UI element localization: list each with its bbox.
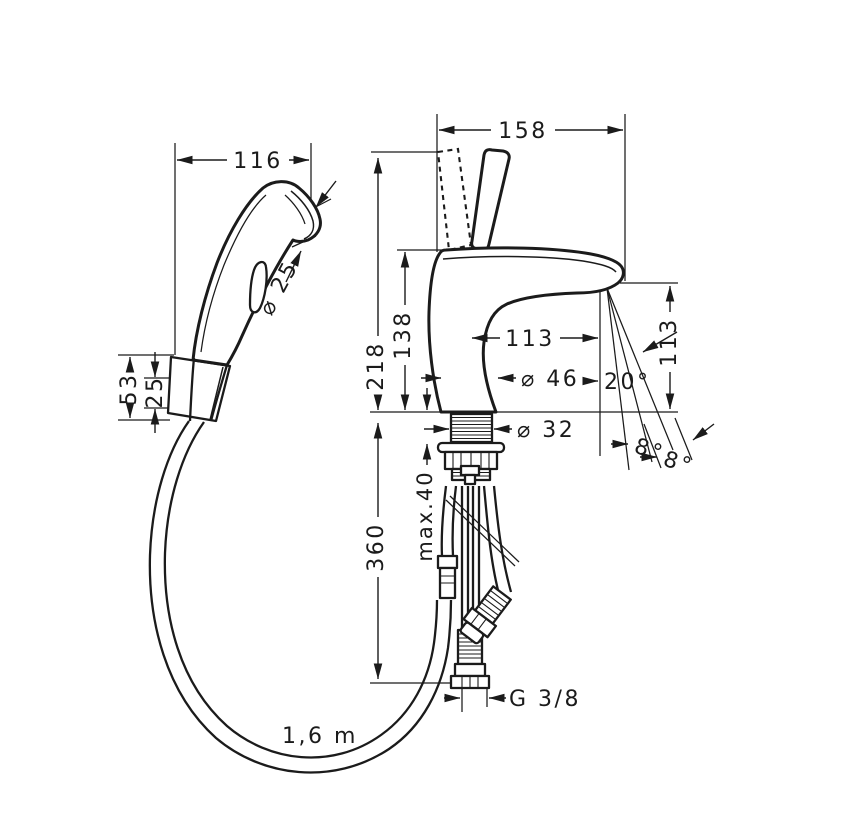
angled-fitting	[459, 585, 512, 645]
dim-218-label: 218	[364, 341, 389, 391]
dim-max40-label: max.40	[413, 470, 437, 561]
dim-max-deck-thickness: max.40	[413, 388, 437, 562]
dim-sprayer-width: 116	[176, 149, 310, 174]
connector-ribs	[441, 575, 454, 584]
dim-body-height: 138	[391, 251, 416, 411]
handle-alt-position	[436, 147, 473, 252]
dim-thread-size: G 3/8	[444, 687, 581, 712]
holder-seam	[209, 366, 224, 421]
base-flange	[436, 441, 506, 454]
angled-hose-line-2	[492, 485, 513, 593]
joystick-handle	[470, 148, 511, 252]
dim-dia46-label: ⌀ 46	[521, 367, 579, 392]
spray-hose-line-b	[451, 485, 458, 557]
dim-138-label: 138	[391, 310, 416, 360]
wand-through-holder-left	[188, 357, 196, 422]
center-tab-tip	[463, 473, 477, 486]
dim-dia32-label: ⌀ 32	[517, 418, 575, 443]
dim-20deg-label: 20°	[604, 370, 651, 395]
angled-braid-ribs	[478, 590, 508, 620]
spray-face-inner	[284, 194, 306, 225]
faucet-mixer	[427, 147, 625, 414]
dim-spout-height: 113	[657, 285, 682, 410]
center-tab	[459, 464, 481, 477]
spray-hose-connector-top	[436, 554, 459, 570]
hose-length-label: 1,6 m	[282, 724, 358, 749]
faucet-body	[427, 246, 625, 414]
mounting-shank	[436, 412, 506, 486]
hand-spray	[188, 180, 322, 422]
fan-line-2	[606, 287, 653, 463]
dim-116-label: 116	[233, 149, 283, 174]
dim-25-label: 25	[143, 376, 168, 409]
dim-360-label: 360	[364, 522, 389, 572]
dim-spout-reach: 113	[471, 327, 599, 352]
shank-threads	[452, 416, 491, 440]
hose-outer-curve	[148, 420, 453, 774]
hose-nut-upper	[453, 662, 487, 678]
dim-holder-height: 53	[117, 356, 142, 419]
spray-fan-lines	[606, 287, 693, 471]
body-top-seam	[442, 255, 617, 273]
wand-highlight	[200, 194, 267, 353]
fan-ext-2	[643, 423, 662, 469]
fan-line-1	[606, 287, 630, 471]
angled-supply-hose	[459, 485, 513, 645]
dim-g38-label: G 3/8	[509, 687, 581, 712]
spray-hose-line-a	[440, 485, 448, 557]
dim-spray-angle-8a: 8°	[611, 434, 667, 467]
dim-spray-angle: 20°	[582, 331, 678, 395]
pull-rod-b	[449, 495, 520, 563]
hose-inner-curve	[163, 421, 439, 759]
straight-supply-hose	[449, 486, 491, 690]
angled-cap	[459, 621, 485, 645]
dim-8b-label: 8°	[660, 447, 696, 480]
dimensions: 158 116 218 138 113 113	[117, 119, 715, 749]
spray-face-seam	[290, 190, 315, 240]
dim-158-label: 158	[498, 119, 548, 144]
fan-line-3	[606, 287, 674, 451]
spray-trigger	[248, 260, 268, 314]
supply-hoses	[436, 485, 520, 690]
dim-113h-label: 113	[505, 327, 555, 352]
dim-53-label: 53	[117, 373, 142, 406]
angled-nut-facets	[470, 613, 487, 630]
dim-base-diameter: ⌀ 46	[421, 367, 579, 392]
shower-hose-loop	[148, 420, 453, 774]
nut-facet-lines	[461, 677, 479, 687]
dim-hose-drop: 360	[364, 422, 389, 680]
angled-hose-line-1	[482, 485, 502, 599]
wand-through-holder-right	[209, 364, 229, 422]
dim-faucet-width: 158	[438, 119, 624, 144]
dim-holder-span: 25	[143, 352, 168, 433]
dim-total-height: 218	[364, 157, 389, 411]
dim-shank-diameter: ⌀ 32	[424, 418, 575, 443]
fan-ext-3	[674, 417, 693, 461]
